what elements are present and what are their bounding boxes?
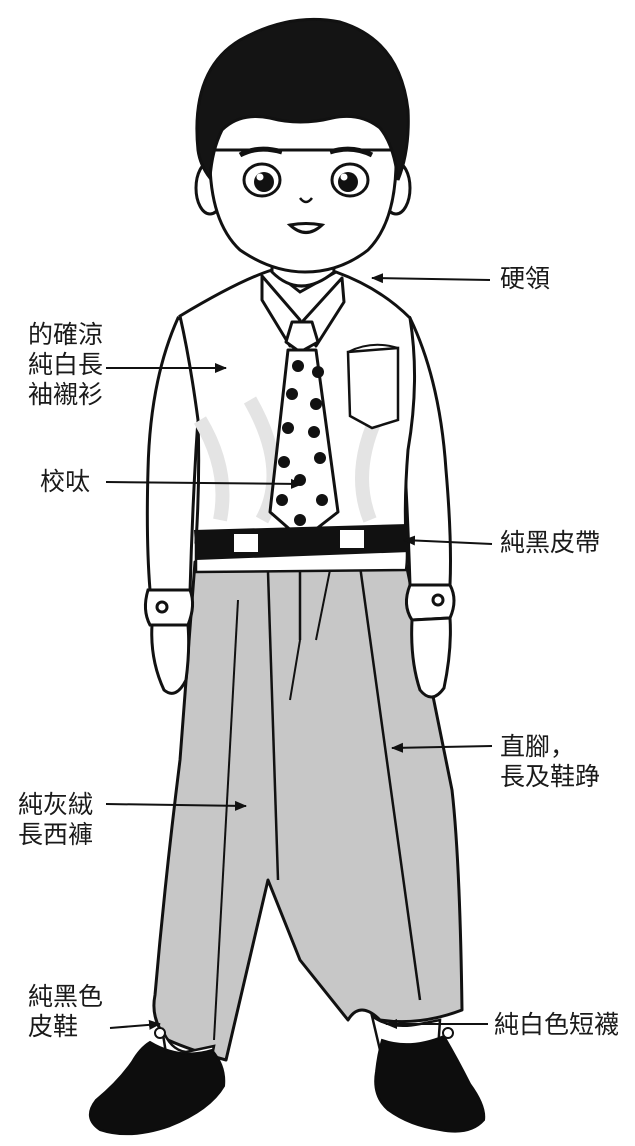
shoes	[89, 1027, 486, 1136]
arrow-trousers	[105, 800, 247, 811]
label-belt: 純黑皮帶	[500, 528, 601, 557]
label-tie: 校呔	[40, 467, 91, 496]
label-trouser-hem: 直腳， 長及鞋踭	[500, 732, 601, 791]
face	[238, 146, 374, 234]
arrow-tie	[105, 478, 303, 489]
label-trousers: 純灰絨 長西褲	[18, 790, 94, 849]
label-socks: 純白色短襪	[494, 1010, 620, 1039]
trousers	[152, 556, 464, 1062]
arrow-trouser-hem	[391, 742, 493, 753]
hands	[150, 616, 452, 699]
arrow-shoes	[109, 1019, 161, 1030]
label-shirt: 的確涼 純白長 袖襯衫	[28, 320, 104, 409]
arrow-belt	[403, 535, 493, 546]
school-tie	[268, 320, 340, 542]
label-collar: 硬領	[500, 264, 551, 293]
hair	[195, 17, 410, 183]
callout-arrows	[105, 273, 493, 1030]
label-shoes: 純黑色 皮鞋	[28, 982, 104, 1041]
arrow-collar	[371, 273, 491, 284]
belt	[194, 524, 410, 560]
head	[194, 17, 412, 274]
